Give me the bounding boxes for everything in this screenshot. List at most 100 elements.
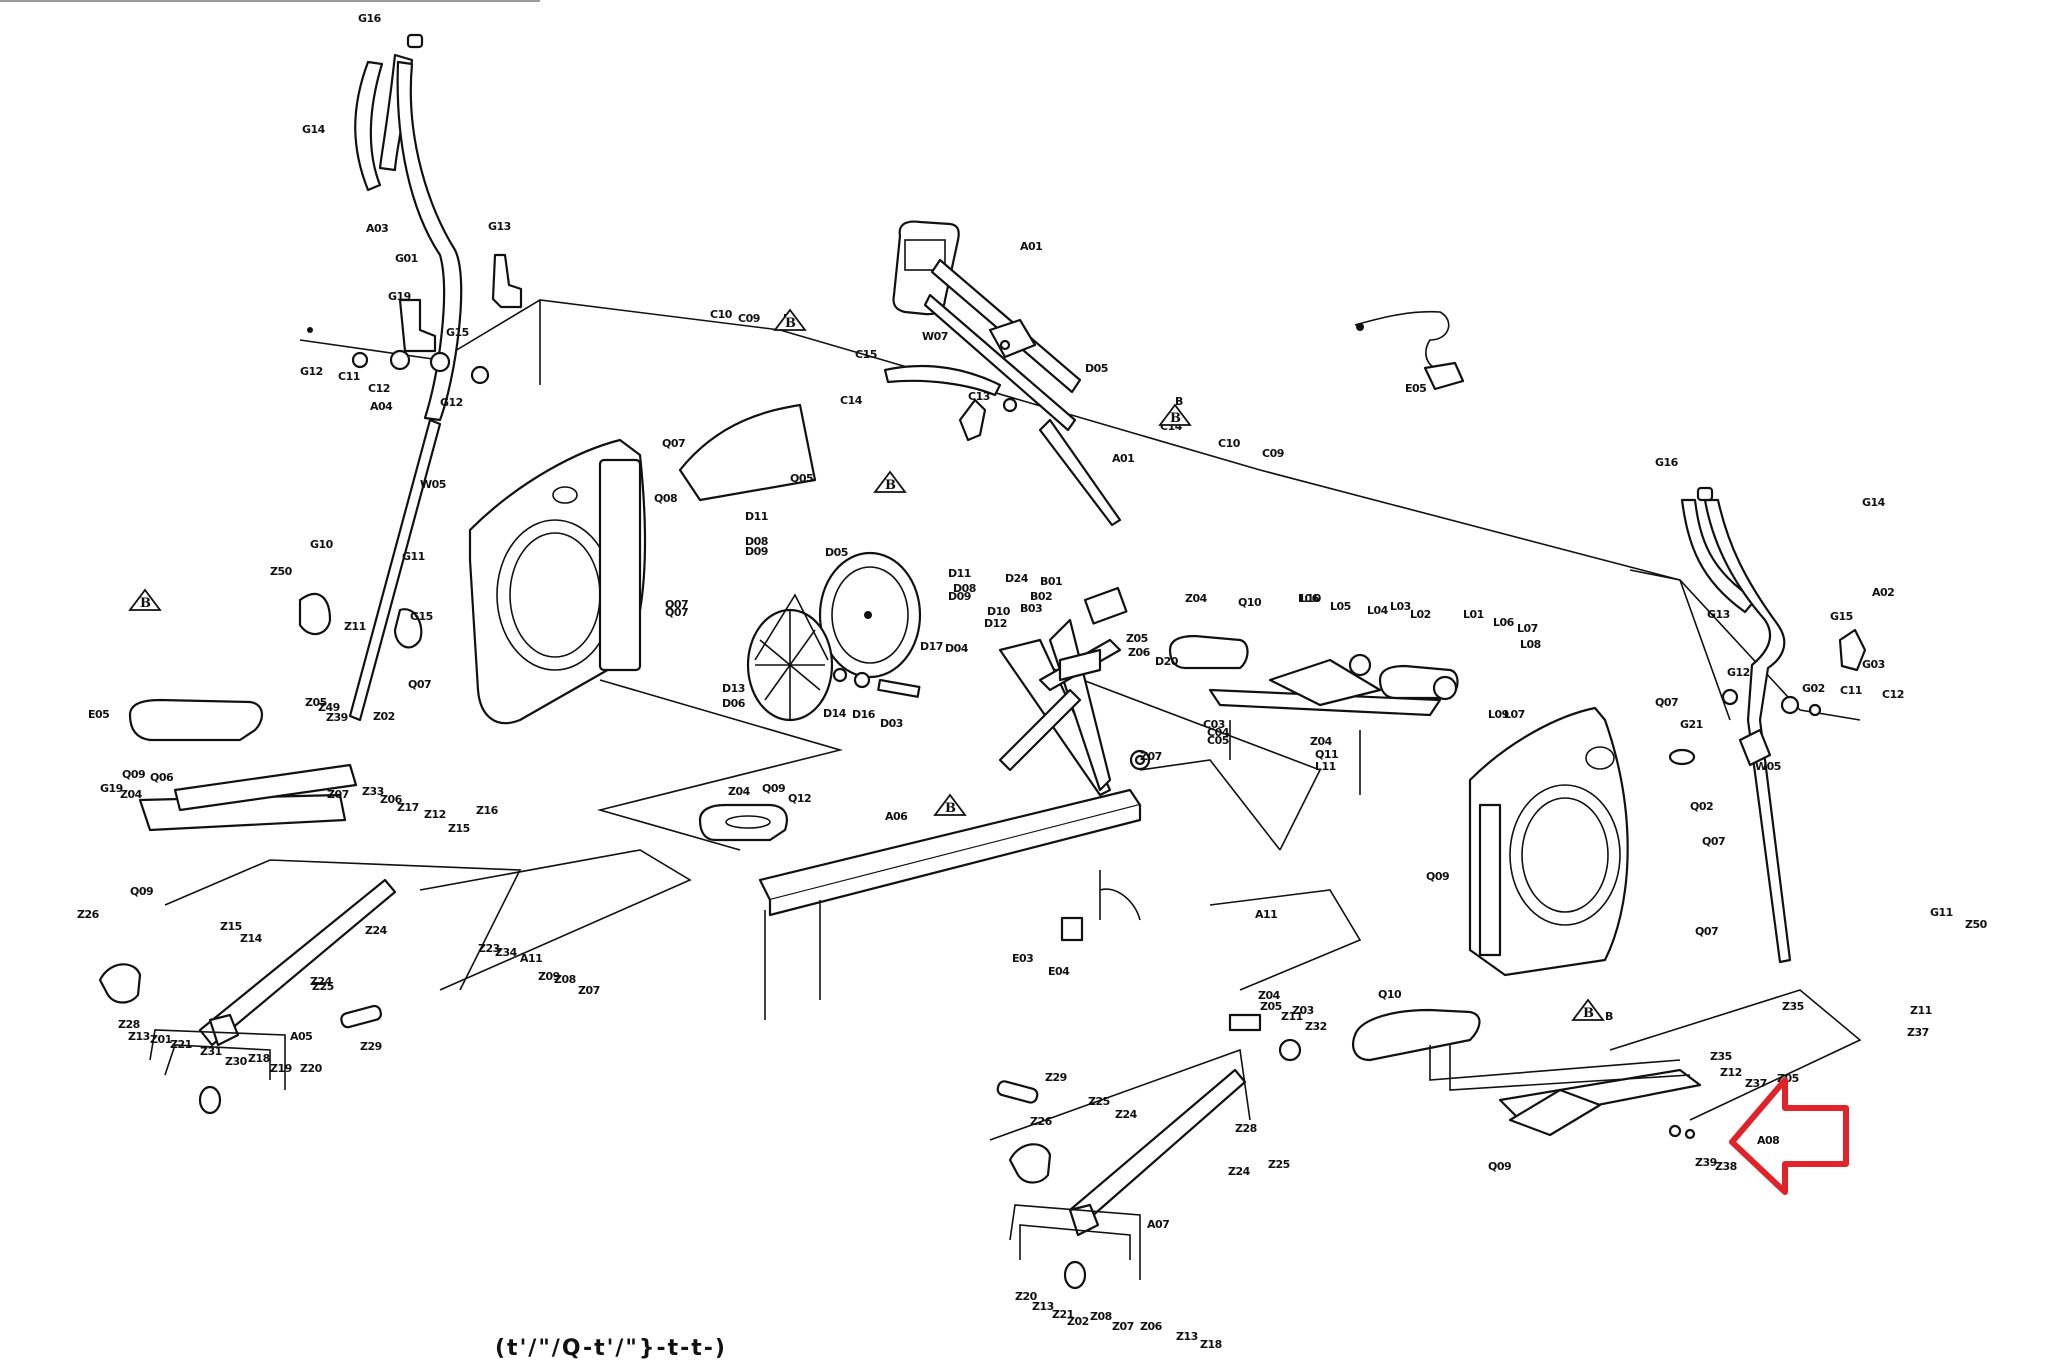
part-label-z05: Z05	[1260, 1000, 1282, 1013]
right-handlebar-assembly[interactable]	[1668, 486, 1867, 964]
part-label-a08: A08	[1757, 1134, 1779, 1147]
right-side-cover[interactable]	[1468, 706, 1629, 977]
part-label-g13: G13	[488, 220, 511, 233]
part-label-e05: E05	[1405, 382, 1426, 395]
power-adapter[interactable]	[1354, 310, 1465, 391]
part-label-q07: Q07	[662, 437, 685, 450]
highlight-arrow-icon	[1729, 1077, 1849, 1195]
part-label-l07: L07	[1504, 708, 1525, 721]
part-label-c11: C11	[338, 370, 360, 383]
part-label-z24: Z24	[1115, 1108, 1138, 1121]
part-label-d08: D08	[745, 535, 768, 548]
left-pedal-assembly[interactable]	[128, 592, 423, 832]
part-label-z33: Z33	[362, 785, 384, 798]
svg-text:B: B	[945, 801, 956, 816]
part-label-a07: A07	[1147, 1218, 1169, 1231]
part-label-z32: Z32	[1305, 1020, 1327, 1033]
part-label-a06: A06	[885, 810, 908, 823]
part-label-g10: G10	[310, 538, 334, 551]
part-label-w07: W07	[922, 330, 948, 343]
part-label-d14: D14	[823, 707, 847, 720]
part-label-g01: G01	[395, 252, 418, 265]
part-label-z05: Z05	[305, 696, 327, 709]
part-label-q10: Q10	[1378, 988, 1402, 1001]
part-label-z15: Z15	[448, 822, 470, 835]
part-label-z34: Z34	[495, 946, 518, 959]
part-label-a02: A02	[1872, 586, 1894, 599]
part-label-q07: Q07	[1695, 925, 1718, 938]
part-label-z12: Z12	[424, 808, 446, 821]
part-label-z06: Z06	[1140, 1320, 1163, 1333]
part-label-l07: L07	[1517, 622, 1538, 635]
warning-triangle-icon: B	[873, 470, 907, 493]
part-label-d04: D04	[945, 642, 969, 655]
part-label-z25: Z25	[1088, 1095, 1110, 1108]
part-label-b01: B01	[1040, 575, 1062, 588]
part-label-q07: Q07	[408, 678, 431, 691]
part-label-c13: C13	[968, 390, 990, 403]
svg-text:B: B	[1170, 411, 1181, 426]
part-label-g12: G12	[1727, 666, 1750, 679]
part-label-d03: D03	[880, 717, 903, 730]
part-label-z24: Z24	[310, 975, 333, 988]
part-label-z23: Z23	[478, 942, 500, 955]
right-arm-assembly[interactable]	[996, 1013, 1302, 1290]
part-label-b02: B02	[1030, 590, 1052, 603]
part-label-q07: Q07	[665, 598, 688, 611]
part-label-d05: D05	[1085, 362, 1108, 375]
left-side-cover[interactable]	[468, 403, 817, 725]
flywheel-assembly[interactable]	[746, 551, 922, 722]
part-label-c05: C05	[1207, 734, 1229, 747]
part-label-c09: C09	[738, 312, 760, 325]
part-label-z04: Z04	[1310, 735, 1333, 748]
part-label-q02: Q02	[1690, 800, 1713, 813]
left-handlebar-assembly[interactable]	[307, 33, 523, 722]
part-label-z07: Z07	[1112, 1320, 1134, 1333]
part-label-l09: L09	[1488, 708, 1509, 721]
rear-pedal-rail-assembly[interactable]	[1168, 634, 1459, 795]
part-label-q09: Q09	[1426, 870, 1449, 883]
part-label-g15: G15	[1830, 610, 1853, 623]
part-label-z50: Z50	[1965, 918, 1988, 931]
part-label-a05: A05	[290, 1030, 312, 1043]
part-label-z16: Z16	[476, 804, 499, 817]
part-label-d09: D09	[948, 590, 971, 603]
left-arm-assembly[interactable]	[98, 878, 397, 1115]
right-pedal-assembly[interactable]	[1352, 1008, 1702, 1140]
part-label-c15: C15	[855, 348, 877, 361]
part-label-z35: Z35	[1782, 1000, 1804, 1013]
part-label-q09: Q09	[122, 768, 145, 781]
part-label-q05: Q05	[790, 472, 813, 485]
part-label-g11: G11	[402, 550, 425, 563]
part-label-z08: Z08	[1090, 1310, 1112, 1323]
part-label-l02: L02	[1410, 608, 1431, 621]
part-label-b03: B03	[1020, 602, 1042, 615]
part-label-q07: Q07	[1702, 835, 1725, 848]
part-label-l01: L01	[1463, 608, 1484, 621]
part-label-q07: Q07	[1655, 696, 1678, 709]
part-label-g15: G15	[446, 326, 469, 339]
part-label-w05: W05	[1755, 760, 1781, 773]
warning-triangle-icons: B B B B B B	[128, 308, 1605, 1021]
part-label-d12: D12	[984, 617, 1007, 630]
part-label-g12: G12	[440, 396, 463, 409]
part-label-c04: C04	[1207, 726, 1230, 739]
part-label-z04: Z04	[728, 785, 751, 798]
part-label-a03: A03	[366, 222, 388, 235]
main-frame[interactable]	[698, 586, 1151, 1020]
svg-text:B: B	[140, 596, 151, 611]
part-label-z26: Z26	[1030, 1115, 1053, 1128]
part-label-w05: W05	[420, 478, 446, 491]
part-label-z21: Z21	[170, 1038, 192, 1051]
part-label-q06: Q06	[150, 771, 174, 784]
svg-text:B: B	[1583, 1006, 1594, 1021]
part-label-a11: A11	[1255, 908, 1277, 921]
part-label-z09: Z09	[538, 970, 560, 983]
part-label-z26: Z26	[77, 908, 100, 921]
part-label-g03: G03	[1862, 658, 1885, 671]
console-assembly[interactable]	[883, 220, 1122, 527]
part-label-l05: L05	[1330, 600, 1351, 613]
part-label-z11: Z11	[1281, 1010, 1303, 1023]
